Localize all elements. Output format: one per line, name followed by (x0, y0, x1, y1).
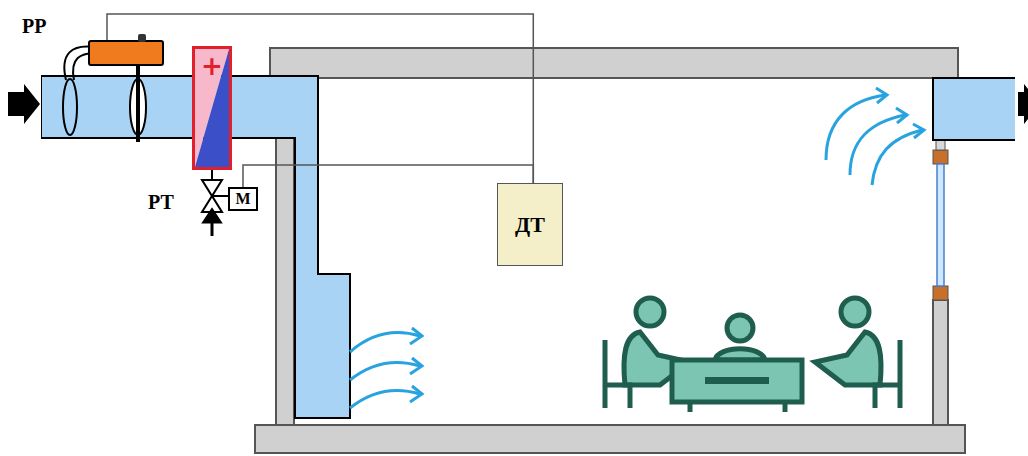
device-label: РТ (148, 192, 174, 212)
flow-sensor-loop (63, 79, 77, 135)
floor (255, 425, 965, 453)
damper-shaft (136, 66, 140, 142)
signal-wire (243, 165, 533, 187)
node-text: М (235, 191, 250, 207)
device-label: РР (22, 16, 46, 36)
valve-pipe (211, 170, 213, 180)
exhaust-duct (933, 78, 1015, 140)
heater-sign: + (201, 53, 223, 79)
outlet-arrow (1018, 84, 1028, 124)
window-frame (933, 286, 948, 300)
left-wall (276, 138, 294, 425)
valve-stem (212, 195, 228, 197)
airflow-arrows (350, 88, 924, 408)
heater-coil: + (192, 46, 232, 170)
window-glass (937, 164, 944, 286)
duct-mouth (42, 77, 44, 137)
valve-motor: М (228, 187, 258, 211)
window-top (936, 140, 945, 150)
people-icon (605, 298, 900, 412)
ceiling (270, 48, 958, 78)
valve-inlet-arrow (204, 210, 220, 236)
right-wall (933, 300, 948, 425)
window-frame (933, 150, 948, 164)
signal-wire (107, 14, 533, 183)
inlet-arrow (8, 84, 40, 124)
regulator-knob (138, 34, 146, 42)
temperature-sensor: ДТ (497, 183, 563, 266)
node-text: ДТ (515, 214, 545, 236)
flow-regulator: РР (88, 40, 164, 66)
